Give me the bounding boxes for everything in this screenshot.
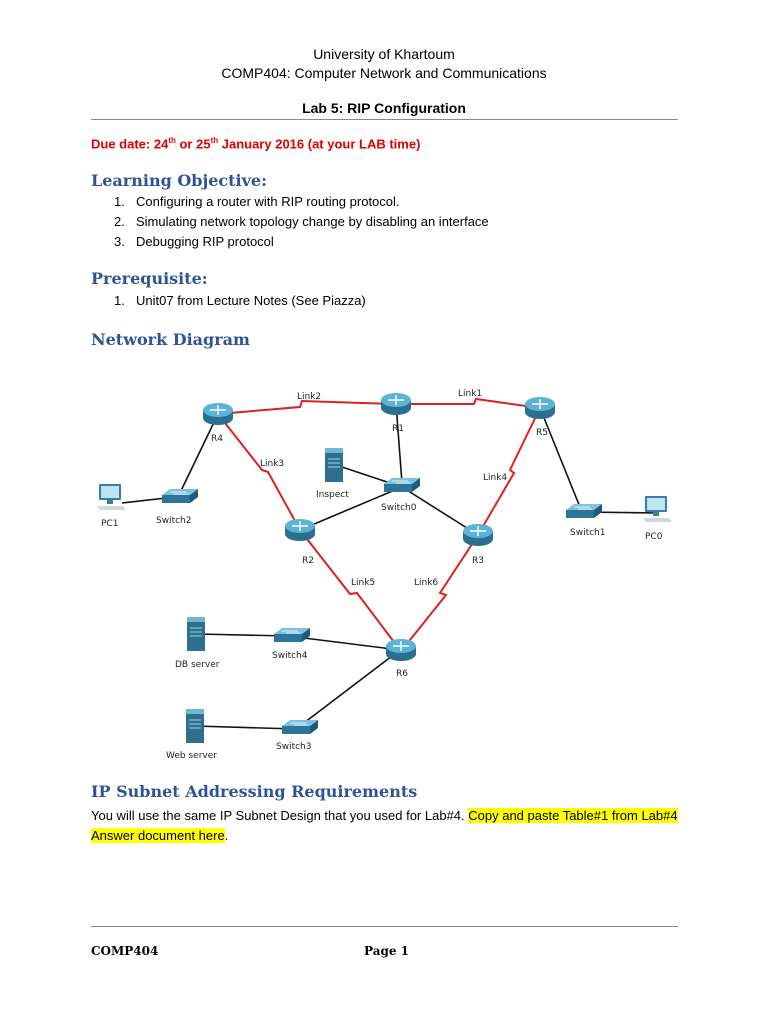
router-r1-icon [380, 392, 412, 416]
router-r4-icon [202, 402, 234, 426]
switch-label: Switch0 [381, 503, 417, 513]
link-label: Link4 [483, 473, 507, 483]
list-item: 1.Configuring a router with RIP routing … [114, 194, 400, 209]
list-item: 2.Simulating network topology change by … [114, 214, 489, 229]
network-diagram: R4 R1 R5 R2 R3 R6 Switch2 Switch0 Switch… [97, 389, 672, 761]
router-r5-icon [524, 396, 556, 420]
switch-label: Switch2 [156, 516, 191, 526]
switch1-icon [565, 503, 603, 519]
router-label: R6 [396, 669, 408, 679]
link5-line [299, 529, 401, 651]
page-number: Page 1 [364, 944, 410, 958]
router-label: R1 [392, 424, 404, 434]
switch-label: Switch4 [272, 651, 308, 661]
switch-label: Switch1 [570, 528, 605, 538]
due-date: Due date: 24th or 25th January 2016 (at … [91, 136, 421, 152]
link-label: Link1 [458, 389, 482, 399]
list-item: 1.Unit07 from Lecture Notes (See Piazza) [114, 293, 366, 308]
link3-line [217, 413, 301, 531]
lab-title: Lab 5: RIP Configuration [302, 100, 466, 116]
router-r2-icon [284, 518, 316, 542]
router-r6-icon [385, 638, 417, 662]
link2-line [217, 399, 396, 415]
ethernet-links [121, 403, 659, 730]
router-r3-icon [462, 523, 494, 547]
university-name: University of Khartoum [313, 46, 455, 62]
ip-subnet-heading: IP Subnet Addressing Requirements [91, 782, 418, 801]
ip-subnet-text: You will use the same IP Subnet Design t… [91, 808, 678, 843]
db-server-icon [186, 616, 206, 652]
link-label: Link2 [297, 392, 321, 402]
learning-objective-heading: Learning Objective: [91, 171, 268, 190]
serial-links [217, 397, 541, 651]
network-diagram-heading: Network Diagram [91, 330, 250, 349]
router-label: R3 [472, 556, 484, 566]
footer-divider [91, 926, 678, 927]
footer-course: COMP404 [91, 944, 159, 958]
header-divider [91, 119, 678, 120]
host-label: Inspect [316, 490, 349, 500]
host-label: PC1 [101, 519, 118, 529]
host-label: PC0 [645, 532, 663, 542]
pc1-icon [97, 484, 126, 510]
router-label: R4 [211, 434, 223, 444]
router-label: R5 [536, 428, 548, 438]
course-title: COMP404: Computer Network and Communicat… [221, 65, 547, 81]
router-label: R2 [302, 556, 314, 566]
switch2-icon [161, 488, 199, 504]
web-server-icon [185, 708, 205, 744]
switch-label: Switch3 [276, 742, 311, 752]
inspect-server-icon [324, 447, 344, 483]
link4-line [477, 407, 541, 536]
switch0-icon [383, 477, 421, 493]
switch3-icon [281, 719, 319, 735]
switch4-icon [273, 627, 311, 643]
prerequisite-heading: Prerequisite: [91, 269, 208, 288]
pc0-icon [643, 496, 672, 522]
link-label: Link5 [351, 578, 375, 588]
list-item: 3.Debugging RIP protocol [114, 234, 274, 249]
link6-line [401, 534, 479, 651]
host-label: DB server [175, 660, 220, 670]
link-label: Link3 [260, 459, 284, 469]
link1-line [398, 397, 541, 409]
link-label: Link6 [414, 578, 438, 588]
host-label: Web server [166, 751, 217, 761]
